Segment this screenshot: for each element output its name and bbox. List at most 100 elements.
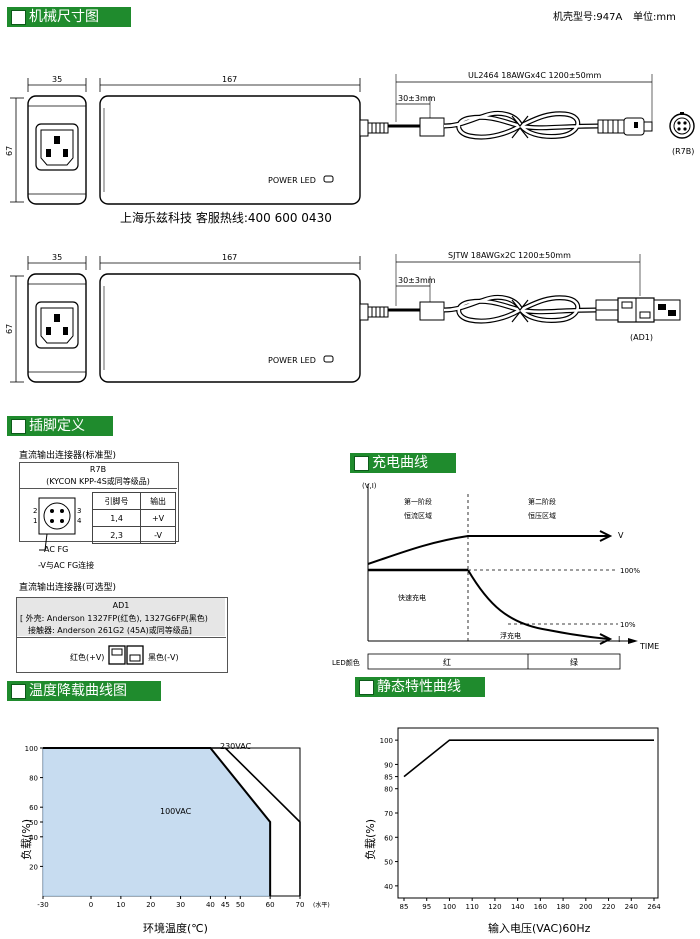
r7b-name: R7B	[89, 465, 107, 474]
pct10-label: 10%	[620, 621, 636, 629]
series-label-230vac: 230VAC	[220, 742, 252, 751]
dim-height-label: 67	[5, 146, 14, 156]
stage2-label: 第二阶段	[528, 497, 556, 506]
x-tick-label: 10	[116, 901, 125, 909]
table-row: 1,4 +V	[91, 509, 176, 527]
ad1-name: AD1	[112, 601, 130, 610]
acfg-note: -V与AC FG连接	[38, 561, 95, 570]
dim-length-label: 167	[222, 75, 237, 84]
section-title: 充电曲线	[372, 455, 428, 471]
r7b-subtitle: (KYCON KPP-4S或同等级品)	[46, 477, 150, 486]
pin-number: 1	[33, 517, 37, 525]
ferrite-dim-label: 30±3mm	[398, 94, 436, 103]
x-tick-label: 95	[422, 903, 431, 911]
y-tick-label: 40	[29, 834, 38, 842]
col-header-pin: 引脚号	[91, 492, 142, 510]
y-tick-label: 50	[384, 859, 393, 867]
dim-length-label: 167	[222, 253, 237, 262]
std-connector-title: 直流输出连接器(标准型)	[19, 451, 117, 461]
y-tick-label: 60	[384, 834, 393, 842]
section-title: 温度降载曲线图	[29, 683, 127, 699]
section-header-dimensions: 机械尺寸图	[7, 7, 131, 27]
x-tick-label: 200	[579, 903, 592, 911]
dim-height-label: 67	[5, 324, 14, 334]
section-marker-icon	[11, 10, 26, 25]
x-axis-label: 环境温度(℃)	[143, 921, 208, 935]
section-marker-icon	[11, 419, 26, 434]
pin-number: 3	[77, 507, 81, 515]
power-led-label: POWER LED	[268, 176, 316, 185]
pin-table: 引脚号 输出 1,4 +V 2,3 -V	[91, 492, 176, 544]
stage2-region-label: 恒压区域	[528, 511, 556, 520]
y-tick-label: 20	[29, 863, 38, 871]
company-hotline: 上海乐兹科技 客服热线:400 600 0430	[120, 211, 332, 225]
section-header-static: 静态特性曲线	[355, 677, 485, 697]
x-tick-label: 120	[488, 903, 501, 911]
dim-width-label: 35	[52, 253, 62, 262]
x-tick-label: 240	[625, 903, 638, 911]
x-tick-label: 160	[534, 903, 547, 911]
section-marker-icon	[11, 684, 26, 699]
x-tick-label: 45	[221, 901, 230, 909]
divider	[16, 637, 226, 638]
x-axis-label: 输入电压(VAC)60Hz	[488, 921, 591, 935]
output-cell: +V	[140, 509, 176, 527]
section-header-derating: 温度降载曲线图	[7, 681, 161, 701]
section-title: 插脚定义	[29, 418, 85, 434]
ad1-line1: [ 外壳: Anderson 1327FP(红色), 1327G6FP(黑色)	[20, 614, 208, 623]
y-tick-label: 90	[384, 761, 393, 769]
y-axis-label: 负载(%)	[19, 819, 33, 860]
ad1-shade	[17, 598, 225, 636]
voltage-label: V	[618, 531, 624, 540]
led-red-label: 红	[443, 657, 451, 667]
unit-label: 单位:mm	[633, 12, 676, 23]
case-model: 机壳型号:947A	[553, 12, 623, 23]
current-label: I	[618, 635, 620, 644]
charge-y-axis-label: (V,I)	[362, 482, 377, 490]
series-line-load	[403, 739, 654, 778]
x-tick-label: 70	[296, 901, 305, 909]
x-tick-label: 40	[206, 901, 215, 909]
ad1-connector-icon	[108, 645, 144, 665]
y-tick-label: 70	[384, 810, 393, 818]
cable-spec-label: SJTW 18AWGx2C 1200±50mm	[448, 251, 571, 260]
x-tick-label: 110	[465, 903, 478, 911]
series-line-230vac	[43, 747, 301, 896]
x-tick-label: 30	[176, 901, 185, 909]
y-tick-label: 80	[29, 775, 38, 783]
ad1-black-label: 黑色(-V)	[148, 653, 179, 662]
mechanical-drawing-r7b: 35 167 67 POWER LED (R7B) UL2464 18AWGx4…	[5, 71, 695, 205]
y-tick-label: 85	[384, 774, 393, 782]
opt-connector-title: 直流输出连接器(可选型)	[19, 583, 117, 593]
col-header-output: 输出	[140, 492, 176, 510]
x-tick-label: 100	[443, 903, 456, 911]
pin-cell: 1,4	[91, 509, 142, 527]
r7b-pin-diagram: 2 1 3 4	[33, 497, 82, 551]
x-tick-label: 60	[266, 901, 275, 909]
section-header-charge: 充电曲线	[350, 453, 456, 473]
connector-code-r7b: (R7B)	[672, 147, 694, 156]
float-charge-label: 浮充电	[500, 631, 521, 640]
time-label: TIME	[639, 642, 659, 651]
x-tick-label: 0	[89, 901, 93, 909]
dim-width-label: 35	[52, 75, 62, 84]
y-axis-label: 负载(%)	[363, 819, 377, 860]
section-title: 机械尺寸图	[29, 9, 99, 25]
y-tick-label: 100	[380, 737, 393, 745]
power-led-label: POWER LED	[268, 356, 316, 365]
plot-frame	[397, 727, 659, 899]
cable-spec-label: UL2464 18AWGx4C 1200±50mm	[468, 71, 602, 80]
x-tick-label: -30	[37, 901, 48, 909]
ferrite-dim-label: 30±3mm	[398, 276, 436, 285]
x-tick-label: 220	[602, 903, 615, 911]
section-marker-icon	[359, 680, 374, 695]
y-tick-label: 100	[25, 745, 38, 753]
y-tick-label: 60	[29, 804, 38, 812]
mechanical-drawing-ad1: 35 167 67 POWER LED (AD1) SJTW 18AWGx2C …	[5, 251, 681, 383]
pct100-label: 100%	[620, 567, 640, 575]
pin-number: 4	[77, 517, 82, 525]
stage1-label: 第一阶段	[404, 497, 432, 506]
y-tick-label: 40	[384, 883, 393, 891]
divider	[19, 488, 177, 489]
